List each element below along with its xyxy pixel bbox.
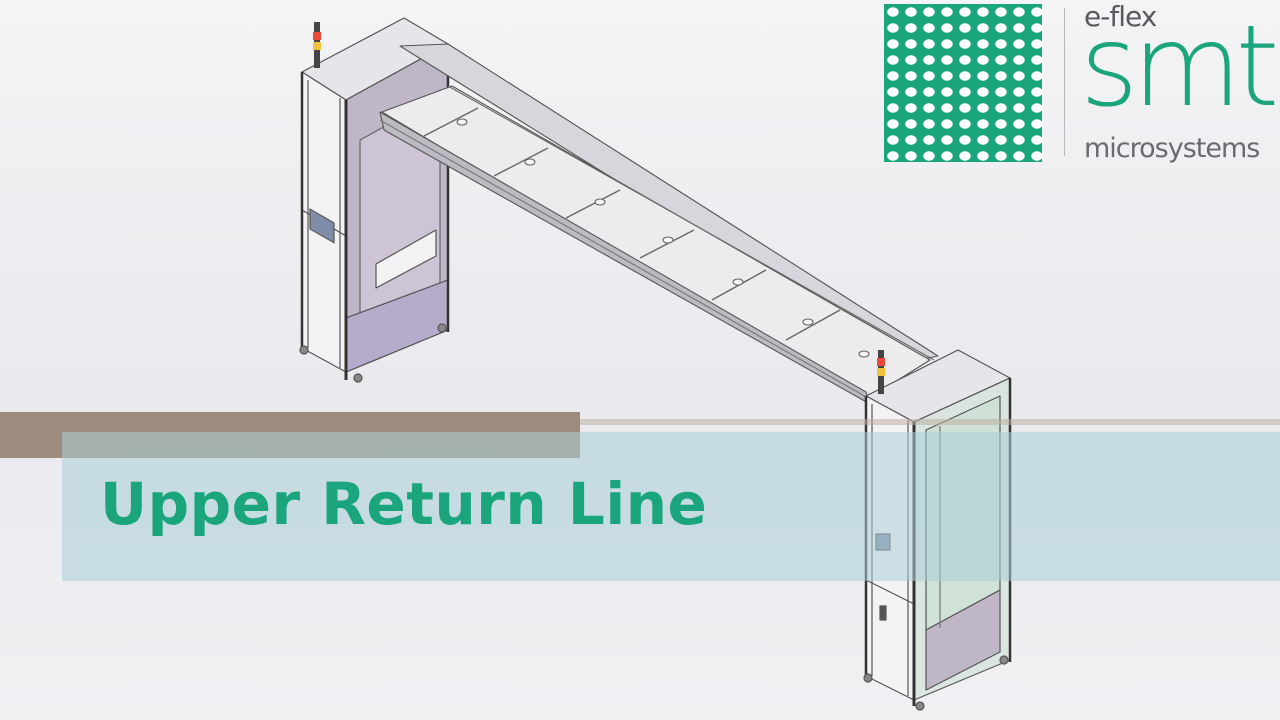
logo-pattern-icon <box>884 4 1042 162</box>
logo-divider <box>1064 8 1065 156</box>
logo-suffix: microsystems <box>1084 133 1260 164</box>
left-tower <box>299 17 450 383</box>
conveyor-bridge <box>379 43 939 405</box>
logo-name: smt <box>1080 2 1279 132</box>
caption-title: Upper Return Line <box>100 470 708 538</box>
caption-band <box>62 432 1280 581</box>
logo-prefix: e-flex <box>1084 0 1157 33</box>
overlay-line <box>580 419 1280 425</box>
